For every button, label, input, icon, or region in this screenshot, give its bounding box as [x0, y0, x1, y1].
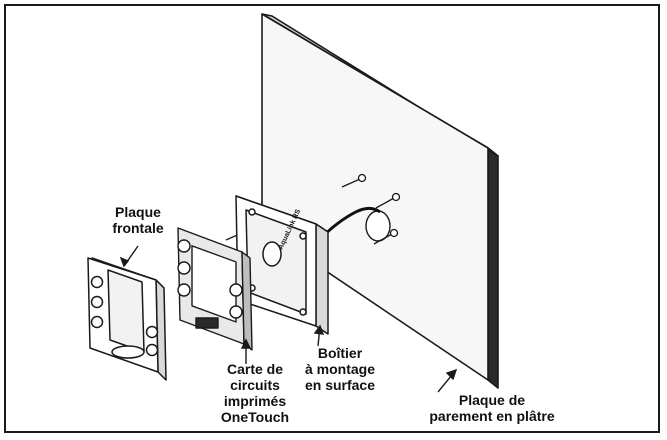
- label-drywall-plate-line-2: parement en plâtre: [429, 408, 555, 424]
- surface-mount-box: [235, 195, 329, 335]
- label-drywall-plate-line-1: Plaque de: [458, 392, 526, 408]
- label-surface-box-line-1: Boîtier: [317, 345, 363, 361]
- screw-top: [341, 173, 367, 188]
- label-drywall-plate: Plaque de parement en plâtre: [402, 392, 582, 424]
- drywall-panel: [261, 13, 499, 389]
- label-circuit-board-line-3: imprimés: [223, 393, 287, 409]
- label-surface-box: Boîtier à montage en surface: [290, 345, 390, 393]
- label-front-plate-line-2: frontale: [112, 220, 164, 236]
- screw-right-upper: [375, 192, 401, 209]
- label-circuit-board-line-2: circuits: [230, 377, 280, 393]
- label-circuit-board-line-4: OneTouch: [220, 409, 290, 425]
- label-front-plate-line-1: Plaque: [115, 204, 161, 220]
- leader-lines: [119, 245, 458, 393]
- label-surface-box-line-3: en surface: [304, 377, 376, 393]
- label-front-plate: Plaque frontale: [98, 204, 178, 236]
- label-surface-box-line-2: à montage: [304, 361, 375, 377]
- label-circuit-board-line-1: Carte de: [226, 361, 284, 377]
- screw-right-lower: [373, 228, 399, 245]
- label-circuit-board: Carte de circuits imprimés OneTouch: [205, 361, 305, 425]
- front-plate: [87, 257, 167, 381]
